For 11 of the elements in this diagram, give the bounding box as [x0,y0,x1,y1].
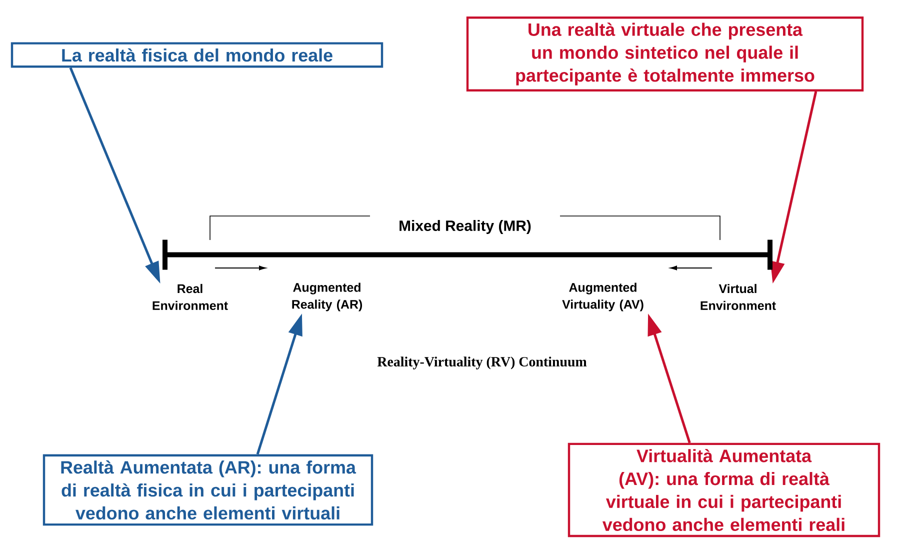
bracket-label: Mixed Reality (MR) [398,219,532,235]
callout-box: Una realtà virtuale che presenta un mondo sintetico nel quale il partecipante è totalmente immerso [466,16,864,92]
axis-caption: Reality-Virtuality (RV) Continuum [376,356,588,370]
scale-label: Augmented Reality (AR) [292,282,362,312]
callout-box: Virtualità Aumentata (AV): una forma di realtà virtuale in cui i partecipanti vedono anche elementi reali [568,442,880,538]
callout-box: La realtà fisica del mondo reale [10,42,384,68]
scale-label: Real Environment [152,284,228,310]
scale-label: Augmented Virtuality (AV) [562,282,644,312]
continuum-axis [165,252,770,258]
scale-label: Virtual Environment [700,284,776,310]
callout-box: Realtà Aumentata (AR): una forma di realtà fisica in cui i partecipanti vedono anche elementi virtuali [42,454,374,526]
